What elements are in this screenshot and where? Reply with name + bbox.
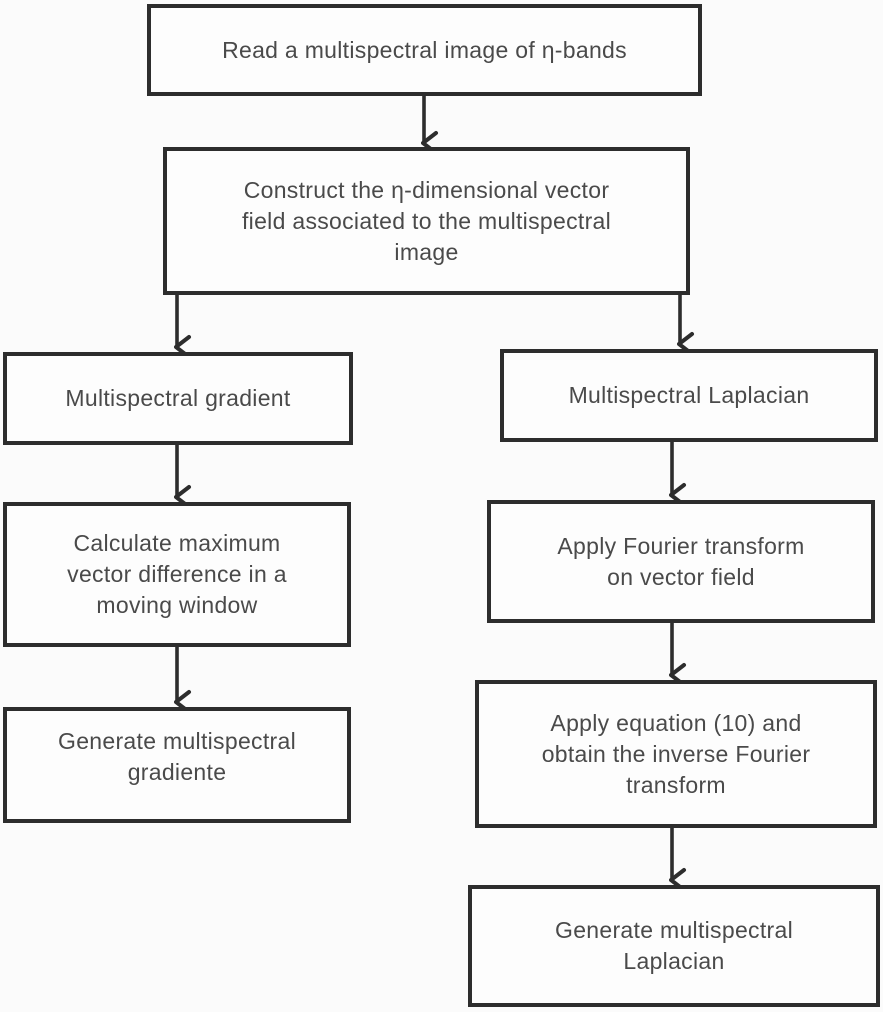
node-apply-fourier-transform: Apply Fourier transform on vector field — [487, 500, 875, 623]
node-generate-multispectral-laplacian: Generate multispectral Laplacian — [468, 885, 880, 1007]
node-read-image: Read a multispectral image of η-bands — [147, 4, 702, 96]
node-calculate-max-vector-difference: Calculate maximum vector difference in a… — [3, 502, 351, 647]
node-multispectral-gradient: Multispectral gradient — [3, 352, 353, 445]
node-generate-multispectral-gradiente: Generate multispectral gradiente — [3, 707, 351, 823]
node-apply-equation-10: Apply equation (10) and obtain the inver… — [475, 680, 877, 828]
node-construct-vector-field: Construct the η-dimensional vector field… — [163, 147, 690, 295]
node-multispectral-laplacian: Multispectral Laplacian — [500, 349, 878, 442]
